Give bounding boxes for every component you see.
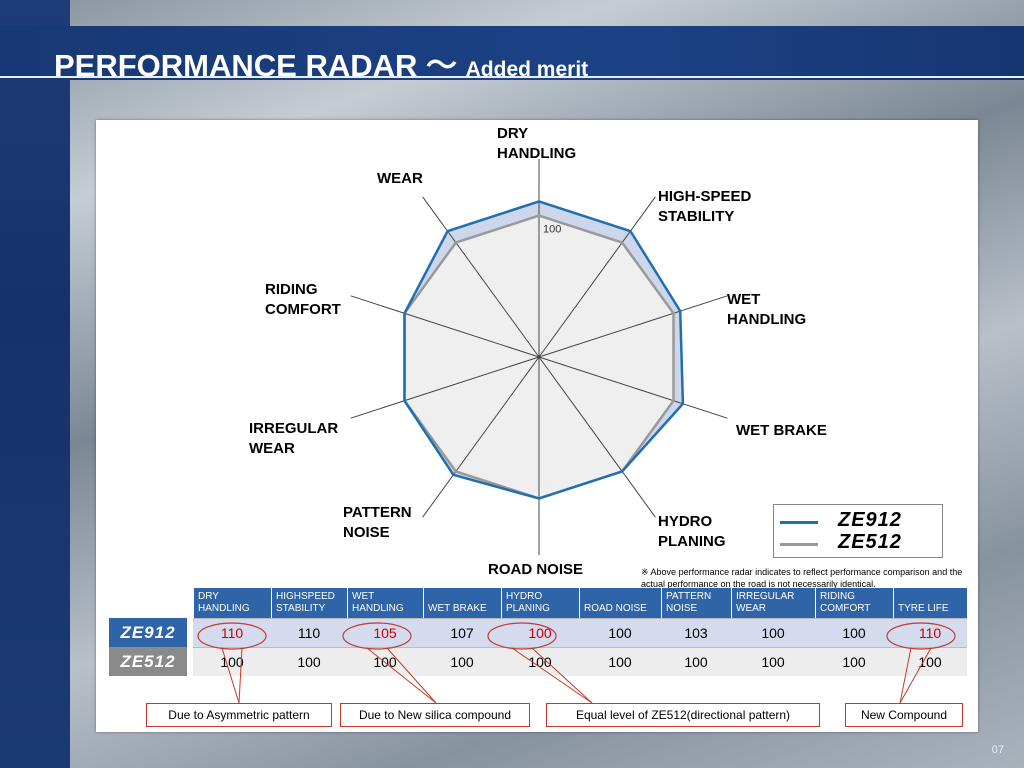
table-header-cell: HYDRO PLANING	[501, 588, 579, 618]
radar-spoke-7	[350, 356, 540, 419]
table-cell: 100	[608, 653, 632, 670]
table-cell: 100	[608, 624, 632, 641]
series-line-ze912	[403, 200, 685, 500]
header-underline	[0, 76, 1024, 78]
radar-spoke-9	[422, 196, 540, 358]
header-band	[0, 26, 1024, 80]
table-cell: 110	[220, 624, 244, 641]
table-cell: 100	[528, 624, 552, 641]
table-cell: 100	[918, 653, 942, 670]
axis-label-riding-comfort: RIDING COMFORT	[265, 281, 341, 318]
table-header-cell: IRREGULAR WEAR	[731, 588, 815, 618]
legend-swatch-ze912	[780, 521, 818, 524]
axis-label-wet-handling: WET HANDLING	[727, 291, 807, 328]
radar-spoke-1	[538, 196, 656, 358]
radar-spoke-4	[538, 356, 656, 518]
table-cell: 100	[450, 653, 474, 670]
annotation-equal-level: Equal level of ZE512(directional pattern…	[546, 703, 820, 727]
table-cell: 100	[761, 653, 785, 670]
table-cell: 100	[373, 653, 397, 670]
annotation-asymmetric-pattern: Due to Asymmetric pattern	[146, 703, 332, 727]
legend-label-ze912: ZE912	[838, 509, 902, 531]
table-header-cell: HIGHSPEED STABILITY	[271, 588, 347, 618]
slide-title: PERFORMANCE RADAR ～ Added merit	[54, 40, 588, 85]
table-cell: 100	[297, 653, 321, 670]
radar-tick-label: 100	[543, 224, 561, 236]
table-cell: 110	[918, 624, 942, 641]
legend-item-ze512: ZE512	[780, 531, 936, 555]
table-cell: 100	[684, 653, 708, 670]
annotation-new-compound: New Compound	[845, 703, 963, 727]
title-separator: ～	[426, 48, 458, 83]
radar-spoke-2	[538, 295, 728, 358]
axis-label-wet-brake: WET BRAKE	[736, 422, 827, 439]
table-cell: 100	[528, 653, 552, 670]
table-header-cell: WET BRAKE	[423, 588, 501, 618]
table-row-label-ze512: ZE512	[109, 647, 187, 676]
axis-label-wear: WEAR	[377, 170, 423, 187]
page-number: 07	[991, 744, 1004, 756]
legend-item-ze912: ZE912	[780, 509, 936, 533]
table-cell: 100	[220, 653, 244, 670]
axis-label-dry-handling: DRY HANDLING	[497, 125, 577, 162]
table-row	[193, 618, 967, 647]
table-cell: 105	[373, 624, 397, 641]
table-cell: 100	[842, 653, 866, 670]
table-header-cell: WET HANDLING	[347, 588, 423, 618]
table-header-cell: DRY HANDLING	[193, 588, 271, 618]
annotation-new-silica: Due to New silica compound	[340, 703, 530, 727]
table-cell: 110	[297, 624, 321, 641]
table-cell: 100	[761, 624, 785, 641]
axis-label-irregular-wear: IRREGULAR WEAR	[249, 420, 339, 457]
axis-label-pattern-noise: PATTERN NOISE	[343, 504, 412, 541]
axis-label-road-noise: ROAD NOISE	[488, 561, 584, 578]
table-cell: 107	[450, 624, 474, 641]
table-header-cell: TYRE LIFE	[893, 588, 967, 618]
table-header-cell: PATTERN NOISE	[661, 588, 731, 618]
table-cell: 103	[684, 624, 708, 641]
disclaimer-note: ※ Above performance radar indicates to r…	[641, 567, 963, 589]
chart-legend: ZE912 ZE512	[773, 504, 943, 558]
axis-label-hydro-planing: HYDRO PLANING	[658, 513, 726, 550]
radar-spoke-6	[422, 356, 540, 518]
background-left-band	[0, 0, 70, 768]
table-header-cell: RIDING COMFORT	[815, 588, 893, 618]
title-main: PERFORMANCE RADAR	[54, 48, 418, 83]
axis-label-high-speed-stability: HIGH-SPEED STABILITY	[658, 188, 752, 225]
table-row-label-ze912: ZE912	[109, 618, 187, 647]
radar-chart: 100	[350, 159, 728, 555]
table-cell: 100	[842, 624, 866, 641]
title-subtitle: Added merit	[465, 58, 589, 81]
radar-spoke-8	[350, 295, 540, 358]
table-header-cell: ROAD NOISE	[579, 588, 661, 618]
legend-label-ze512: ZE512	[838, 531, 902, 553]
radar-spoke-3	[538, 356, 728, 419]
legend-swatch-ze512	[780, 543, 818, 546]
